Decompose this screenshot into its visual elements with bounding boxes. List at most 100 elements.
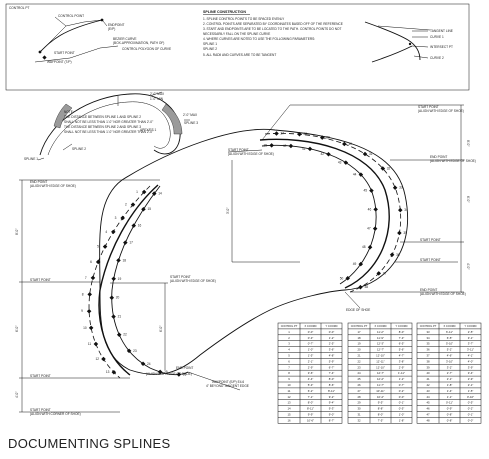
- control-point-number: 9: [81, 309, 83, 313]
- table-cell: 42: [426, 383, 430, 387]
- detail-gray-band-left: [53, 103, 73, 129]
- table-cell: 27: [357, 389, 361, 393]
- legend-curve-2: [371, 45, 413, 63]
- table-cell: 0'-2": [399, 389, 405, 393]
- table-cell: 6'-2": [308, 389, 314, 393]
- table-cell: 5'-6": [399, 348, 405, 352]
- left-spline-outer: [111, 185, 189, 376]
- table-cell: 43: [426, 389, 430, 393]
- table-cell: 0'-2": [468, 407, 474, 411]
- detail-dim-a: 2'-0" MAX: [150, 92, 165, 96]
- control-point-marker: [116, 332, 122, 337]
- table-cell: 0'-0": [468, 418, 474, 422]
- table-cell: 3'-11": [467, 348, 474, 352]
- control-point-number: 39: [264, 143, 268, 147]
- table-cell: 7: [288, 365, 290, 369]
- control-point-marker: [102, 244, 108, 249]
- table-header-cell: X COORD: [374, 324, 386, 328]
- note-line: NECESSARILY FALL ON THE SPLINE CURVE: [203, 32, 270, 36]
- control-point-marker: [358, 284, 363, 290]
- control-point-number: 15: [147, 207, 151, 211]
- note-line: SPLINE 2: [203, 47, 217, 51]
- control-point-number: 18: [122, 258, 126, 262]
- table-cell: 6: [288, 359, 290, 363]
- control-point-number: 35: [403, 231, 407, 235]
- table-cell: 9'-3": [329, 407, 335, 411]
- table-cell: 4'-1": [468, 354, 474, 358]
- control-point-number: 50: [340, 276, 344, 280]
- dim-right-2: 6'-0": [466, 196, 470, 202]
- control-point-marker: [120, 215, 125, 221]
- control-point-number: 6: [90, 260, 92, 264]
- table-cell: 10'-11": [376, 389, 384, 393]
- table-cell: 4'-6": [447, 354, 453, 358]
- table-cell: 3'-7": [468, 342, 474, 346]
- legend-curve-1: [364, 21, 421, 61]
- control-point-marker: [274, 131, 279, 136]
- legend-start-point-label: START POINT: [54, 51, 75, 55]
- control-point-number: 20: [116, 296, 120, 300]
- dim-left-3: 4'-0": [15, 392, 19, 398]
- table-cell: 35: [426, 342, 430, 346]
- table-cell: 0'-5": [468, 401, 474, 405]
- label-start-point-right-top-sub: (ALIGN WITH EDGE OF SHOE): [418, 109, 464, 113]
- legend-title: CONTROL PT: [9, 6, 29, 10]
- table-header-cell: CONTROL PT: [351, 324, 368, 328]
- table-cell: 32: [357, 418, 361, 422]
- table-cell: 12'-10": [376, 354, 385, 358]
- legend-curve: [39, 19, 103, 53]
- detail-dim-b: 1'-0" MIN: [150, 97, 164, 101]
- table-cell: 0'-0": [399, 395, 405, 399]
- legend-tangent: [34, 45, 119, 63]
- control-point-number: 17: [129, 241, 133, 245]
- detail-spline2-label: SPLINE 2: [72, 147, 86, 151]
- table-cell: 12'-10": [376, 365, 385, 369]
- legend-frame: [5, 3, 470, 91]
- control-point-marker: [345, 275, 351, 281]
- table-cell: 8'-0": [329, 377, 335, 381]
- detail-spline3-label: SPLINE 3: [184, 121, 198, 125]
- dim-left-1: 8'-0": [15, 229, 19, 235]
- table-cell: 2'-1": [468, 383, 474, 387]
- table-cell: 5'-3": [308, 383, 314, 387]
- left-spline-dashed: [88, 185, 151, 379]
- table-cell: 17: [357, 330, 361, 334]
- right-spline-dashed: [264, 133, 402, 293]
- label-start-point-right-a: START POINT: [420, 238, 441, 242]
- control-point-number: 41: [302, 147, 306, 151]
- table-cell: 9'-0": [329, 413, 335, 417]
- control-point-marker: [90, 275, 96, 281]
- control-point-marker: [111, 276, 116, 282]
- table-cell: 4: [288, 348, 290, 352]
- table-cell: 0'-1": [399, 401, 405, 405]
- table-cell: 28: [357, 395, 361, 399]
- table-cell: 3'-1": [468, 336, 474, 340]
- control-point-marker: [307, 146, 313, 152]
- table-cell: 4'-8": [329, 354, 335, 358]
- table-cell: 8: [288, 371, 290, 375]
- control-point-marker: [131, 223, 137, 228]
- table-cell: 4'-7": [399, 354, 405, 358]
- right-spline-outer: [261, 144, 377, 285]
- control-point-marker: [362, 151, 368, 157]
- control-point-marker: [111, 229, 116, 235]
- legend-tangent-label: TANGENT LINE: [430, 29, 453, 33]
- right-top-leader: [261, 104, 458, 141]
- label-end-point-top-left: END POINT: [30, 180, 47, 184]
- control-point-number: 40: [283, 144, 287, 148]
- control-point-marker: [101, 356, 106, 362]
- control-point-number: 31: [369, 152, 373, 156]
- control-point-marker: [109, 295, 115, 300]
- control-point-number: 1: [136, 190, 138, 194]
- table-cell: 3: [288, 342, 290, 346]
- table-cell: 12: [287, 395, 291, 399]
- table-cell: 10'-6": [307, 418, 314, 422]
- table-cell: 3'-4": [468, 371, 474, 375]
- right-spline-inner: [259, 138, 390, 289]
- table-header-cell: Y COORD: [325, 324, 337, 328]
- table-header-cell: X COORD: [443, 324, 455, 328]
- table-cell: 8'-0": [399, 330, 405, 334]
- label-waypoint-bottom-sub: 4" BEYOND TANGENT EDGE: [206, 384, 249, 388]
